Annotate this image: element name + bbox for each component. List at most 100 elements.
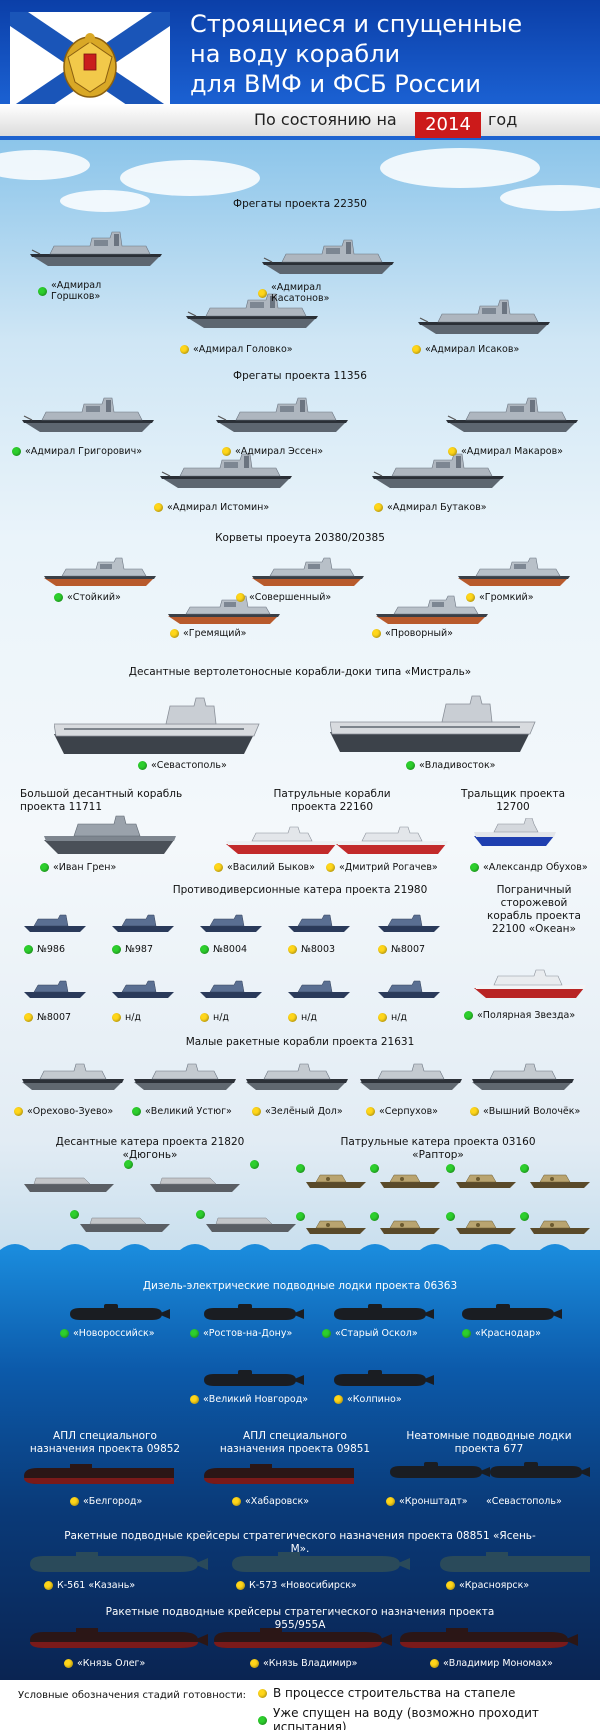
ship-label-vladivostok: «Владивосток» [406, 760, 496, 771]
missile-ship-silhouette [22, 1063, 125, 1091]
status-suffix: год [488, 110, 518, 129]
section-title-22350: Фрегаты проекта 22350 [233, 198, 367, 210]
status-bar: По состоянию на год [0, 104, 600, 136]
ship-label-na4: н/д [378, 1012, 407, 1023]
status-dot-launched [24, 945, 33, 954]
ship-label-kasatonov: «Адмирал Касатонов» [258, 282, 348, 304]
boat-silhouette [112, 980, 175, 999]
ship-label-sevastopol: «Севастополь» [138, 760, 227, 771]
boat-silhouette [288, 914, 351, 933]
status-dot-building [170, 629, 179, 638]
status-dot-launched [470, 863, 479, 872]
cloud-decoration [60, 190, 150, 212]
ship-label-makarov: «Адмирал Макаров» [448, 446, 563, 457]
status-dot-launched [12, 447, 21, 456]
status-dot-launched [138, 761, 147, 770]
submarine-silhouette [334, 1370, 434, 1386]
mistral-silhouette [330, 695, 536, 753]
naval-flag-icon [10, 12, 170, 122]
status-dot-launched [296, 1212, 305, 1221]
status-dot-launched [446, 1164, 455, 1173]
status-dot-building [214, 863, 223, 872]
boat-silhouette [200, 980, 263, 999]
submarine-silhouette [232, 1552, 410, 1572]
ship-label-serpukhov: «Серпухов» [366, 1106, 438, 1117]
raptor-boat-silhouette [380, 1220, 441, 1235]
section-title-09852: АПЛ специального назначения проекта 0985… [29, 1430, 181, 1455]
raptor-boat-silhouette [530, 1220, 591, 1235]
status-dot-launched [200, 945, 209, 954]
status-dot-building [430, 1659, 439, 1668]
ship-label-novosibirsk: К-573 «Новосибирск» [236, 1580, 357, 1591]
corvette-silhouette [252, 557, 365, 587]
landing-ship-silhouette [44, 815, 177, 855]
status-dot-launched [406, 761, 415, 770]
ship-label-stoykiy: «Стойкий» [54, 592, 121, 603]
boat-silhouette [378, 980, 441, 999]
border-ship-silhouette [474, 969, 587, 999]
ship-label-rogachev: «Дмитрий Рогачев» [326, 862, 438, 873]
submarine-silhouette [24, 1464, 174, 1484]
header-title-line1: Строящиеся и спущенные [190, 10, 523, 38]
ship-label-bykov: «Василий Быков» [214, 862, 315, 873]
raptor-boat-silhouette [306, 1174, 367, 1189]
status-dot-launched [124, 1160, 133, 1169]
submarine-silhouette [30, 1552, 208, 1572]
frigate-silhouette [446, 397, 579, 433]
status-dot-building [378, 945, 387, 954]
raptor-boat-silhouette [456, 1174, 517, 1189]
corvette-silhouette [44, 557, 157, 587]
ship-label-kronshtadt: «Кронштадт» [386, 1496, 468, 1507]
ship-label-monomakh: «Владимир Мономах» [430, 1658, 553, 1669]
section-title-20380: Корветы проеута 20380/20385 [215, 532, 385, 544]
status-dot-building [258, 1688, 267, 1698]
landing-boat-silhouette [24, 1177, 115, 1193]
status-dot-building [232, 1497, 241, 1506]
status-dot-building [326, 863, 335, 872]
status-dot-launched [70, 1210, 79, 1219]
submarine-silhouette [490, 1462, 590, 1478]
frigate-silhouette [216, 397, 349, 433]
ship-label-oskol: «Старый Оскол» [322, 1328, 418, 1339]
status-dot-launched [190, 1329, 199, 1338]
submarine-silhouette [204, 1304, 304, 1320]
submarine-silhouette [30, 1628, 208, 1648]
patrol-ship-silhouette [336, 826, 449, 855]
status-dot-launched [322, 1329, 331, 1338]
missile-ship-silhouette [360, 1063, 463, 1091]
ship-label-khabarovsk: «Хабаровск» [232, 1496, 309, 1507]
section-title-21820: Десантные катера проекта 21820 «Дюгонь» [55, 1136, 245, 1161]
status-dot-building [44, 1581, 53, 1590]
ship-label-8003: №8003 [288, 944, 335, 955]
status-dot-building [200, 1013, 209, 1022]
ship-label-8007b: №8007 [24, 1012, 71, 1023]
status-dot-launched [520, 1212, 529, 1221]
ship-label-butakov: «Адмирал Бутаков» [374, 502, 487, 513]
section-title-21631: Малые ракетные корабли проекта 21631 [185, 1036, 415, 1048]
ship-label-ustyug: «Великий Устюг» [132, 1106, 232, 1117]
status-dot-launched [38, 286, 47, 296]
corvette-silhouette [458, 557, 571, 587]
ship-label-986: №986 [24, 944, 65, 955]
ship-label-zeleny: «Зелёный Дол» [252, 1106, 343, 1117]
ship-label-na1: н/д [112, 1012, 141, 1023]
status-dot-building [112, 1013, 121, 1022]
status-dot-building [190, 1395, 199, 1404]
status-dot-building [470, 1107, 479, 1116]
cloud-decoration [120, 160, 260, 196]
submarine-silhouette [334, 1304, 434, 1320]
frigate-silhouette [22, 397, 155, 433]
ship-label-polyarnaya: «Полярная Звезда» [464, 1010, 575, 1021]
header-title-line2: на воду корабли [190, 40, 401, 68]
legend-item-launched: Уже спущен на воду (возможно проходит ис… [258, 1706, 600, 1730]
legend: Условные обозначения стадий готовности: … [0, 1680, 600, 1730]
ship-label-vladimir: «Князь Владимир» [250, 1658, 358, 1669]
status-dot-launched [60, 1329, 69, 1338]
status-dot-building [378, 1013, 387, 1022]
boat-silhouette [24, 914, 87, 933]
ship-label-grigorovich: «Адмирал Григорович» [12, 446, 142, 457]
section-title-11711: Большой десантный корабль проекта 11711 [20, 788, 183, 813]
ship-label-gremyashchiy: «Гремящий» [170, 628, 246, 639]
section-title-22100: Пограничный сторожевой корабль проекта 2… [487, 884, 581, 935]
